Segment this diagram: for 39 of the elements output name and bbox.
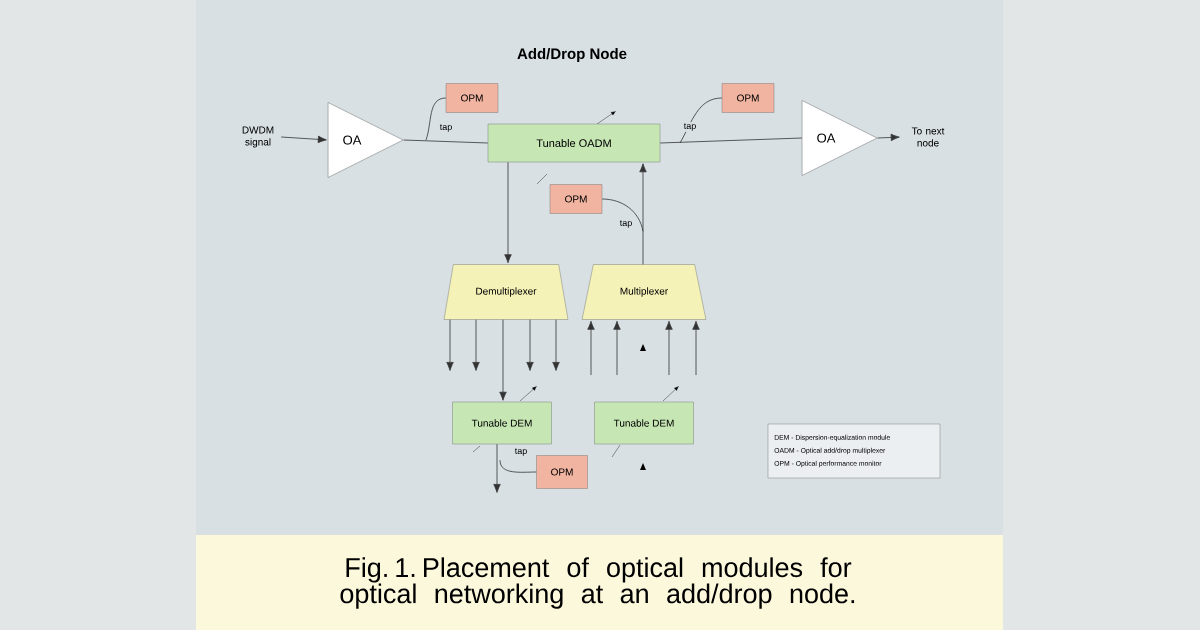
connector <box>493 443 501 493</box>
connector <box>692 320 700 376</box>
diagram-title: Add/Drop Node <box>517 48 627 62</box>
caption: Fig. 1. Placement of optical modules for optical networking at an add/drop node. <box>340 557 855 609</box>
connector <box>665 320 673 376</box>
connector <box>472 319 480 371</box>
monitor-box: OPM <box>549 184 603 214</box>
edge-label: tap <box>513 447 529 457</box>
module-box: Tunable DEM <box>452 401 552 445</box>
monitor-box: OPM <box>536 455 588 489</box>
connector <box>499 459 537 473</box>
connector <box>877 133 900 142</box>
amplifier-triangle: OA <box>327 102 404 178</box>
module-box: Tunable DEM <box>594 401 694 445</box>
edge-label: tap <box>438 123 454 133</box>
edge-label: tap <box>618 219 634 229</box>
monitor-box: OPM <box>445 83 499 113</box>
connector <box>425 97 447 141</box>
amplifier-triangle: OA <box>801 100 878 176</box>
connector <box>280 135 327 144</box>
connector <box>601 198 644 232</box>
multiplexer-trapezoid: Demultiplexer <box>443 264 569 320</box>
connector <box>446 319 454 371</box>
edge-label: tap <box>682 122 698 132</box>
connector <box>403 139 489 144</box>
connector <box>552 319 560 371</box>
connector <box>659 137 803 144</box>
signal-label: DWDM signal <box>242 126 274 148</box>
connector <box>499 319 507 401</box>
multiplexer-trapezoid: Multiplexer <box>581 264 707 320</box>
signal-label: To next node <box>911 127 945 147</box>
monitor-box: OPM <box>721 83 775 113</box>
connector <box>679 97 723 144</box>
connector <box>639 163 647 265</box>
connector <box>526 319 534 371</box>
connector <box>587 320 595 376</box>
connector <box>613 320 621 376</box>
connector <box>504 161 512 264</box>
module-box: Tunable OADM <box>487 123 661 163</box>
